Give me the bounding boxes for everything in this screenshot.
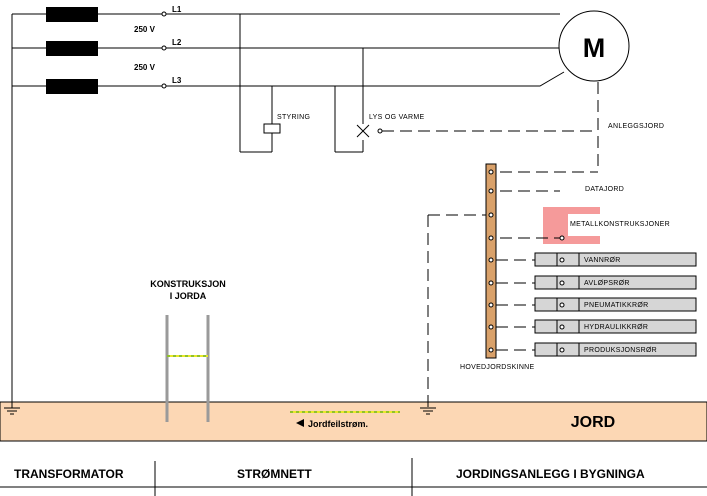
ground-strip [0,401,707,442]
phase-label-l1: L1 [172,5,182,14]
hovedjordskinne-label: HOVEDJORDSKINNE [460,364,535,371]
jordfeilstrom-label: Jordfeilstrøm. [308,419,368,429]
pipe-label-hydraulikkror: HYDRAULIKKRØR [584,324,648,331]
terminal-l1 [161,11,167,17]
lamp-symbol [356,124,370,138]
pipe-vannror: VANNRØR [496,252,697,267]
konstruksjon-label-line2: I JORDA [170,291,207,301]
pipe-avlopsror: AVLØPSRØR [496,275,697,290]
pipe-label-vannror: VANNRØR [584,257,621,264]
pipe-label-avlopsror: AVLØPSRØR [584,280,630,287]
anleggsjord-label: ANLEGGSJORD [608,123,664,130]
pipe-pneumatikkror: PNEUMATIKKRØR [496,297,697,312]
earth-symbol-transformer [4,407,20,415]
motor-circle [558,10,630,82]
pipe-label-pneumatikkror: PNEUMATIKKRØR [584,302,648,309]
earth-symbol-building [420,407,436,415]
voltage-label-1: 250 V [134,25,156,34]
fuse-l3 [46,79,98,94]
terminal-l2 [161,45,167,51]
terminal-l3 [161,83,167,89]
pipe-hydraulikkror: HYDRAULIKKRØR [496,319,697,334]
phase-label-l3: L3 [172,76,182,85]
footer-stromnett: STRØMNETT [237,467,312,481]
datajord-label: DATAJORD [585,186,624,193]
jord-label: JORD [571,414,615,431]
lys-og-varme-label: LYS OG VARME [369,114,424,121]
metallkonstruksjoner-label: METALLKONSTRUKSJONER [570,221,670,228]
phase-label-l2: L2 [172,38,182,47]
pipe-label-produksjonsror: PRODUKSJONSRØR [584,347,657,354]
motor-label: M [583,33,606,63]
voltage-label-2: 250 V [134,63,156,72]
footer: TRANSFORMATOR STRØMNETT JORDINGSANLEGG I… [0,458,707,496]
pipe-produksjonsror: PRODUKSJONSRØR [496,342,697,357]
fuse-l2 [46,41,98,56]
fuse-l1 [46,7,98,22]
relay-coil [263,123,281,134]
footer-transformator: TRANSFORMATOR [14,467,124,481]
fault-current-arrow [296,419,304,427]
konstruksjon-label-line1: KONSTRUKSJON [150,279,226,289]
busbar-terminals [488,169,494,353]
footer-jordingsanlegg: JORDINGSANLEGG I BYGNINGA [456,467,645,481]
metal-structure-block [543,207,600,244]
styring-label: STYRING [277,114,310,121]
